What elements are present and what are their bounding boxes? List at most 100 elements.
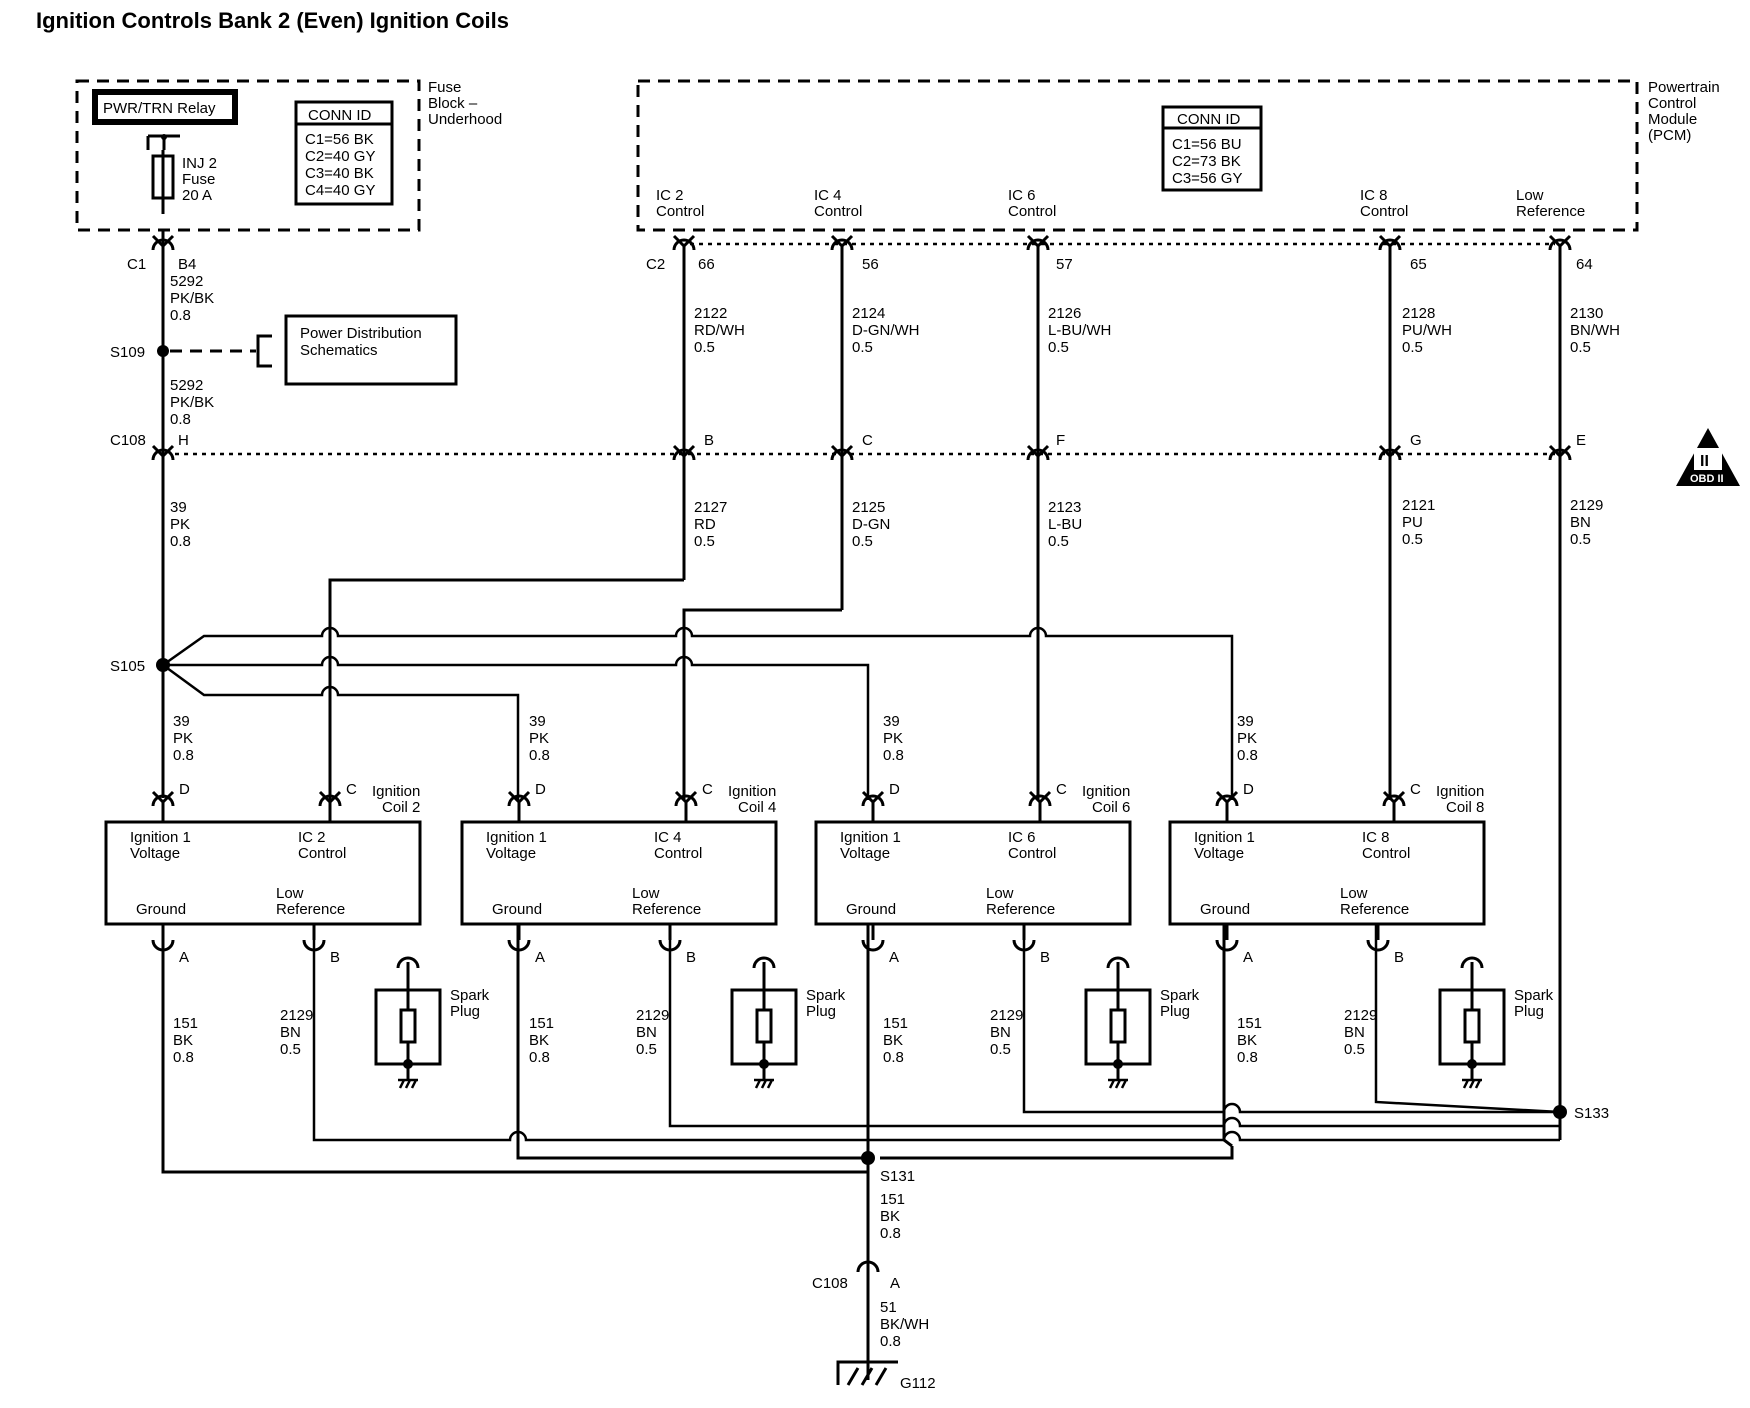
coil-low-ref-2: Reference	[1340, 901, 1409, 918]
ref-wire-circuit: 2129	[1344, 1007, 1377, 1024]
w2128-size: 0.5	[1402, 339, 1423, 356]
w2129-size: 0.5	[1570, 531, 1591, 548]
pcm-connector-mark	[1548, 238, 1572, 251]
pcm-pin-ic6-name: IC 6	[1008, 187, 1036, 204]
ref-wire-color: BN	[280, 1024, 301, 1041]
coil-control-1: IC 2	[298, 829, 326, 846]
c2-label: C2	[646, 256, 665, 273]
w5292a-color: PK/BK	[170, 290, 214, 307]
coil-control-2: Control	[1008, 845, 1056, 862]
pcm-conn-id-3: C3=56 GY	[1172, 170, 1242, 187]
fuse-block-label-2: Block –	[428, 95, 478, 112]
connector-marks	[151, 234, 1572, 461]
c108-connector-mark	[830, 448, 854, 461]
w2127-circuit: 2127	[694, 499, 727, 516]
pcm-pin-lowref-func: Reference	[1516, 203, 1585, 220]
coil-name-1: Ignition	[372, 783, 420, 800]
pcm-pin-ic2-name: IC 2	[656, 187, 684, 204]
pcm-pin-mark	[1026, 234, 1050, 249]
ground-wire-circuit: 151	[883, 1015, 908, 1032]
fuse-block-label-1: Fuse	[428, 79, 461, 96]
control-wires	[328, 244, 1562, 1140]
coil-pin-c: C	[1056, 781, 1067, 798]
w2127-color: RD	[694, 516, 716, 533]
feed-wire-color: PK	[529, 730, 549, 747]
w2123-size: 0.5	[1048, 533, 1069, 550]
obd-ii-text: OBD II	[1690, 473, 1724, 485]
c108-pin-h: H	[178, 432, 189, 449]
coil-ign-voltage-1: Ignition 1	[1194, 829, 1255, 846]
pcm-conn-id-2: C2=73 BK	[1172, 153, 1241, 170]
ground-wire-size: 0.8	[173, 1049, 194, 1066]
s105-label: S105	[110, 658, 145, 675]
c108-connector-mark	[151, 448, 175, 461]
coil-ign-voltage-1: Ignition 1	[486, 829, 547, 846]
coil-ign-voltage-2: Voltage	[840, 845, 890, 862]
feed-wire-circuit: 39	[173, 713, 190, 730]
ground-label: G112	[900, 1375, 936, 1392]
coil-pin-c: C	[702, 781, 713, 798]
spark-plug-label-2: Plug	[1514, 1003, 1544, 1020]
ground-wire-size: 0.8	[1237, 1049, 1258, 1066]
fuse-conn-id-title: CONN ID	[308, 107, 372, 124]
coil-control-2: Control	[654, 845, 702, 862]
fuse-name: INJ 2	[182, 155, 217, 172]
spark-plug-label-2: Plug	[806, 1003, 836, 1020]
spark-plug-label-1: Spark	[450, 987, 490, 1004]
c108-bottom-label: C108	[812, 1275, 848, 1292]
w2122-circuit: 2122	[694, 305, 727, 322]
c108-pin-mark	[1548, 444, 1572, 459]
c108-pin-mark	[830, 444, 854, 459]
c108-pin-mark	[151, 444, 175, 459]
feed-wire-size: 0.8	[883, 747, 904, 764]
w2122-color: RD/WH	[694, 322, 745, 339]
spark-plug-icon	[1084, 956, 1152, 1089]
coil-name-2: Coil 8	[1446, 799, 1484, 816]
w151-color: BK	[880, 1208, 900, 1225]
ground-wire-size: 0.8	[883, 1049, 904, 1066]
coil-name-2: Coil 4	[738, 799, 776, 816]
ground-wire-color: BK	[173, 1032, 193, 1049]
fuse-conn-id-3: C3=40 BK	[305, 165, 374, 182]
c108-connector-mark	[672, 448, 696, 461]
coil-low-ref-2: Reference	[276, 901, 345, 918]
feed-wire-size: 0.8	[529, 747, 550, 764]
spark-plug-icon	[374, 956, 442, 1089]
coil-ign-voltage-2: Voltage	[486, 845, 536, 862]
ground-symbol	[836, 1360, 898, 1386]
ref-wire-size: 0.5	[280, 1041, 301, 1058]
coil-low-ref-1: Low	[632, 885, 660, 902]
pcm-pin-ic8-name: IC 8	[1360, 187, 1388, 204]
ground-wire-color: BK	[883, 1032, 903, 1049]
fuse-conn-id-4: C4=40 GY	[305, 182, 375, 199]
pcm-label-1: Powertrain	[1648, 79, 1720, 96]
spark-plug-label-1: Spark	[806, 987, 846, 1004]
coil-body	[1168, 820, 1486, 926]
s133-label: S133	[1574, 1105, 1609, 1122]
spark-plug-label-1: Spark	[1160, 987, 1200, 1004]
c108-pin-c: C	[862, 432, 873, 449]
c108-pin-mark	[672, 444, 696, 459]
c108-pin-mark	[1378, 444, 1402, 459]
obd-ii-icon: II OBD II	[1676, 428, 1740, 486]
pcm-connector-mark	[830, 238, 854, 251]
w2127-size: 0.5	[694, 533, 715, 550]
pcm-pin-ic6-func: Control	[1008, 203, 1056, 220]
w2124-circuit: 2124	[852, 305, 885, 322]
coil-low-ref-1: Low	[1340, 885, 1368, 902]
coil-ground: Ground	[846, 901, 896, 918]
power-distribution-ref[interactable]	[284, 314, 458, 386]
pin-57: 57	[1056, 256, 1073, 273]
ref-wire-size: 0.5	[1344, 1041, 1365, 1058]
ground-wire-size: 0.8	[529, 1049, 550, 1066]
w2124-color: D-GN/WH	[852, 322, 920, 339]
w2126-size: 0.5	[1048, 339, 1069, 356]
pcm-connector-mark	[1378, 238, 1402, 251]
pcm-label-2: Control	[1648, 95, 1696, 112]
w5292b-circuit: 5292	[170, 377, 203, 394]
s109-label: S109	[110, 344, 145, 361]
pcm-pin-lowref-name: Low	[1516, 187, 1544, 204]
